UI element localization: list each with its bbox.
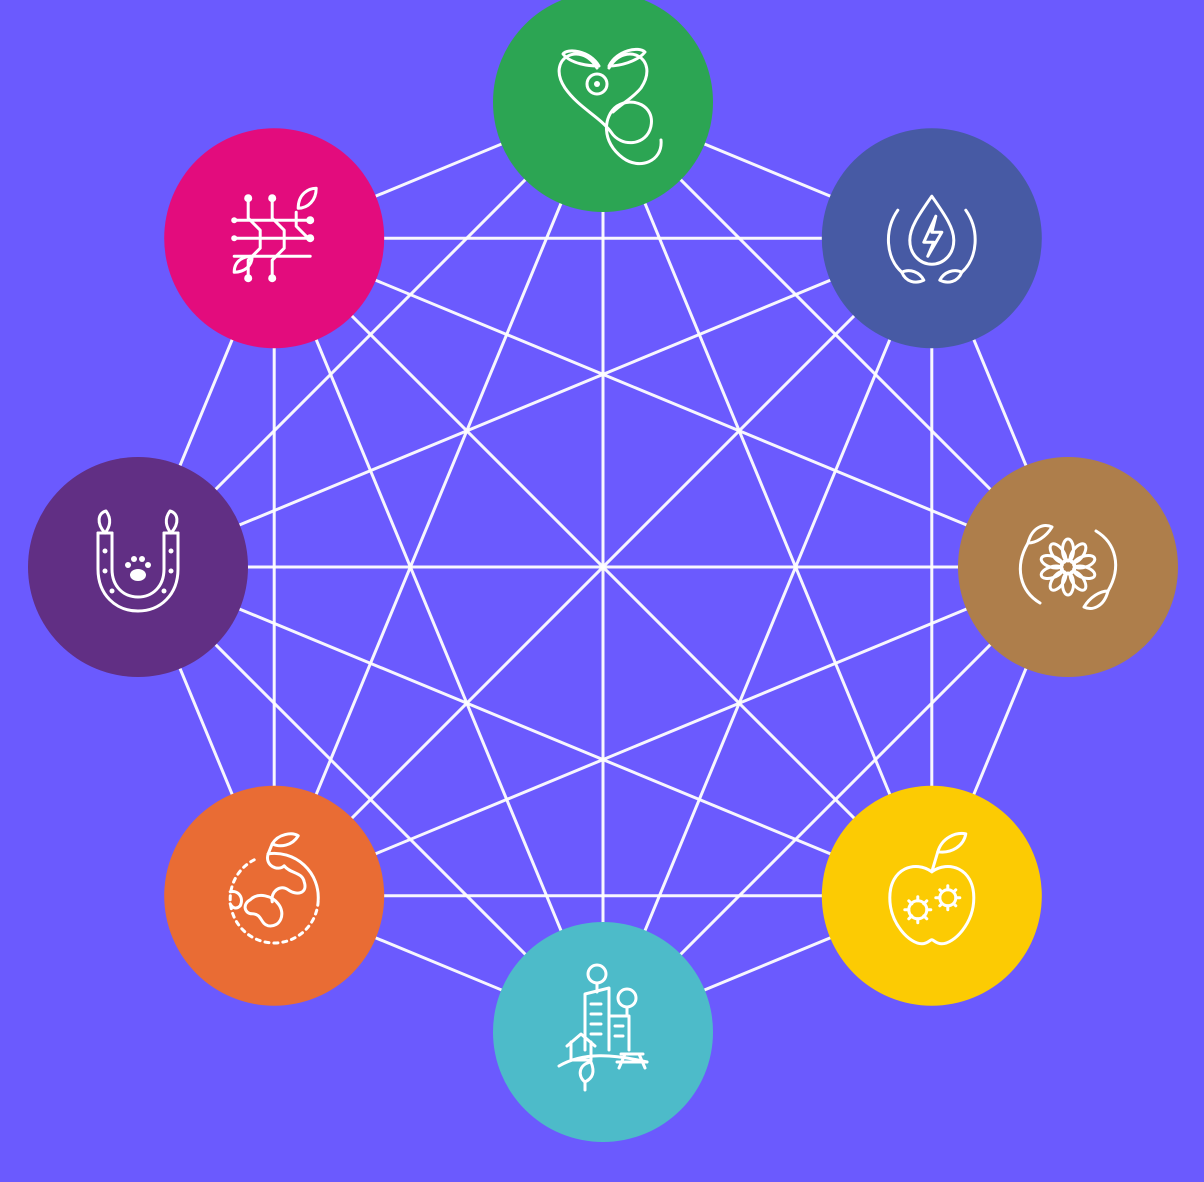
edge-materials-planet: [272, 565, 1070, 898]
node-energy-circle: [821, 128, 1042, 349]
node-materials-circle: [958, 457, 1178, 677]
node-food: [821, 785, 1042, 1006]
apple-gears-icon: [888, 831, 976, 946]
node-cities: [493, 922, 713, 1142]
node-planet-circle: [164, 785, 385, 1006]
node-health: [493, 0, 713, 212]
stethoscope-leaf-icon: [557, 47, 663, 166]
node-food-circle: [821, 785, 1042, 1006]
node-cities-circle: [493, 922, 713, 1142]
horseshoe-paw-icon: [96, 509, 180, 613]
edge-health-planet: [272, 100, 605, 898]
edge-cities-digital: [272, 236, 605, 1034]
city-trees-icon: [557, 963, 649, 1092]
edge-energy-cities: [601, 236, 934, 1034]
water-drop-lightning-icon: [886, 194, 977, 284]
edge-energy-animals: [136, 236, 934, 569]
node-digital: [164, 128, 385, 349]
flower-cycle-icon: [1018, 524, 1118, 610]
globe-leaf-icon: [228, 832, 320, 945]
edge-materials-digital: [272, 236, 1070, 569]
node-planet: [164, 785, 385, 1006]
node-materials: [958, 457, 1178, 677]
edge-food-animals: [136, 565, 934, 898]
node-animals: [28, 457, 248, 677]
node-animals-circle: [28, 457, 248, 677]
node-energy: [821, 128, 1042, 349]
circuit-leaf-icon: [231, 186, 318, 283]
node-health-circle: [493, 0, 713, 212]
edge-food-digital: [272, 236, 934, 898]
edge-health-food: [601, 100, 934, 898]
